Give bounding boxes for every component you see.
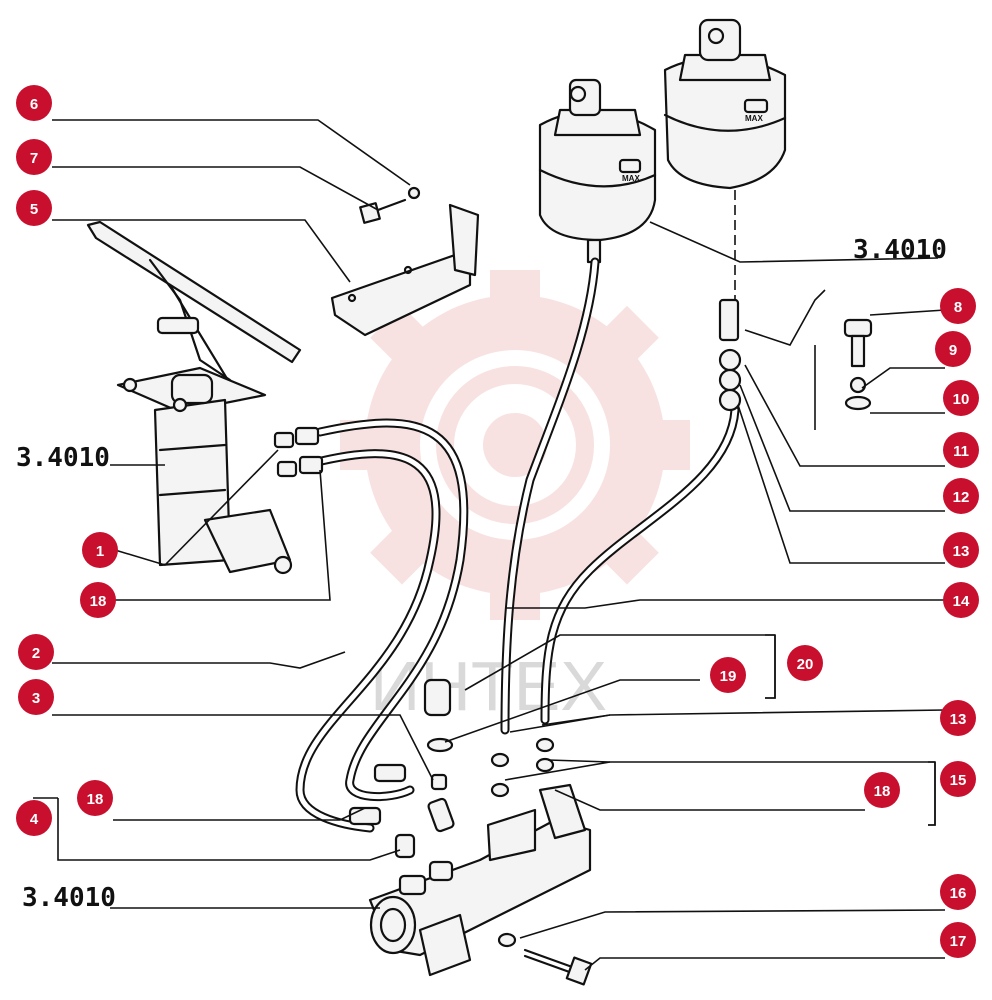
callout-12: 12 <box>943 478 979 514</box>
reservoir-left-drawing: MAX <box>538 78 657 264</box>
slave-cylinder-drawing <box>368 783 592 977</box>
callout-14: 14 <box>943 582 979 618</box>
svg-text:16: 16 <box>950 885 967 902</box>
callout-8: 8 <box>940 288 976 324</box>
hose-lines <box>295 257 740 833</box>
group-bracket-15 <box>928 761 936 826</box>
svg-text:14: 14 <box>953 593 970 610</box>
svg-text:6: 6 <box>30 96 38 113</box>
svg-text:18: 18 <box>90 593 107 610</box>
svg-text:10: 10 <box>953 391 970 408</box>
callout-5: 5 <box>16 190 52 226</box>
svg-text:13: 13 <box>950 711 967 728</box>
reservoir-max-label: MAX <box>622 174 640 183</box>
callout-19: 18 <box>864 772 900 808</box>
svg-text:15: 15 <box>950 772 967 789</box>
callout-9: 9 <box>935 331 971 367</box>
callout-13-lower: 13 <box>940 700 976 736</box>
callout-3: 3 <box>18 679 54 715</box>
reservoir-max-label-2: MAX <box>745 114 763 123</box>
svg-text:18: 18 <box>87 791 104 808</box>
callout-17: 17 <box>940 922 976 958</box>
svg-text:9: 9 <box>949 342 957 359</box>
callout-18-lower: 18 <box>77 780 113 816</box>
fittings-drawing <box>273 298 873 859</box>
callout-21: 20 <box>787 645 823 681</box>
svg-text:1: 1 <box>96 543 104 560</box>
slave-bolt-drawing <box>497 932 593 986</box>
svg-text:7: 7 <box>30 150 38 167</box>
callout-10: 10 <box>943 380 979 416</box>
svg-text:18: 18 <box>874 783 891 800</box>
callout-1: 1 <box>82 532 118 568</box>
callout-18-upper: 18 <box>80 582 116 618</box>
svg-text:2: 2 <box>32 645 40 662</box>
callout-16: 16 <box>940 874 976 910</box>
callout-2: 2 <box>18 634 54 670</box>
bracket-drawing <box>330 203 480 337</box>
reference-label-right: 3.4010 <box>853 235 947 265</box>
callout-11: 11 <box>943 432 979 468</box>
callout-13-upper: 13 <box>943 532 979 568</box>
reference-label-bottom: 3.4010 <box>22 883 116 913</box>
callout-15: 15 <box>940 761 976 797</box>
callout-4: 4 <box>16 800 52 836</box>
svg-text:3: 3 <box>32 690 40 707</box>
svg-text:11: 11 <box>953 443 969 460</box>
svg-text:20: 20 <box>797 656 814 673</box>
leader-lines <box>33 119 946 971</box>
pedal-master-cylinder-drawing <box>86 220 302 575</box>
svg-text:8: 8 <box>954 299 962 316</box>
reservoir-right-drawing: MAX <box>663 18 787 190</box>
svg-text:4: 4 <box>30 811 39 828</box>
svg-text:5: 5 <box>30 201 38 218</box>
svg-text:17: 17 <box>950 933 967 950</box>
svg-text:19: 19 <box>720 668 737 685</box>
callout-7: 7 <box>16 139 52 175</box>
reference-label-left: 3.4010 <box>16 443 110 473</box>
svg-text:13: 13 <box>953 543 970 560</box>
callout-6: 6 <box>16 85 52 121</box>
callout-20: 19 <box>710 657 746 693</box>
svg-text:12: 12 <box>953 489 970 506</box>
group-bracket-21 <box>765 634 776 699</box>
